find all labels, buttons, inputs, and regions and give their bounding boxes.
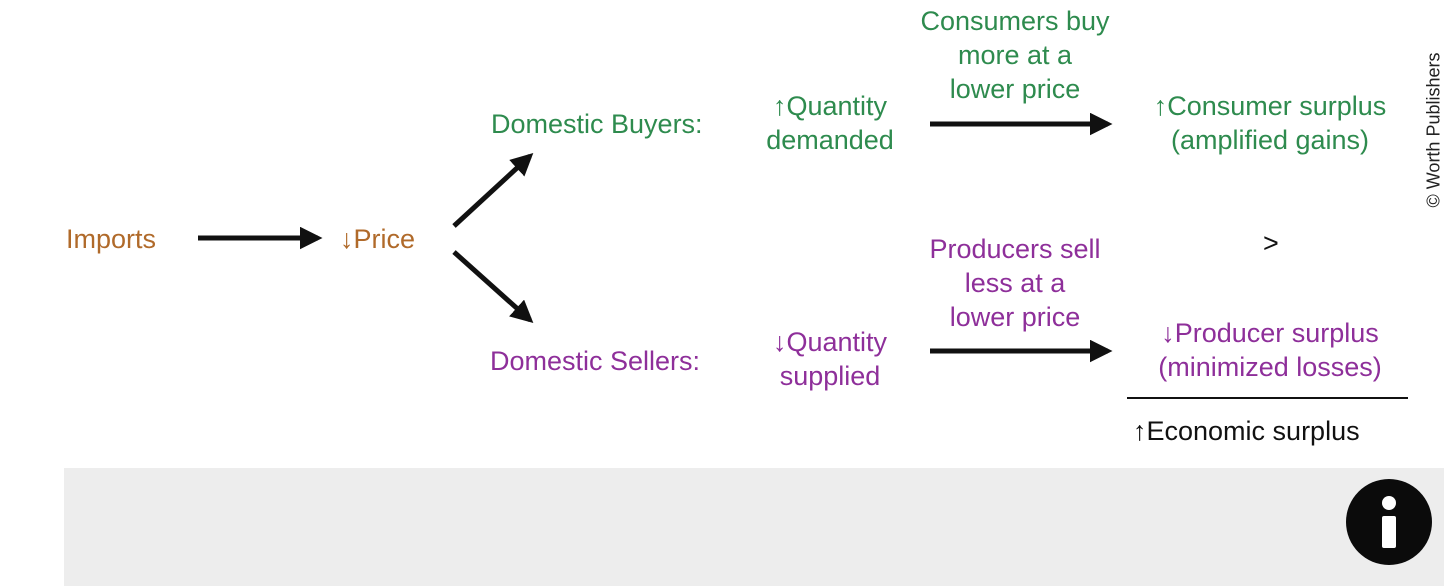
caption-bar	[64, 468, 1444, 586]
economic-surplus-label: ↑Economic surplus	[1133, 416, 1360, 446]
price-label: ↓Price	[340, 224, 416, 254]
domestic-sellers-label: Domestic Sellers:	[490, 346, 701, 376]
domestic-buyers-label: Domestic Buyers:	[491, 109, 703, 139]
imports-label: Imports	[66, 224, 157, 254]
arrow-price-to-buyers	[452, 152, 534, 228]
quantity-demanded-label: ↑Quantity demanded	[766, 91, 894, 155]
producer-surplus-label: ↓Producer surplus (minimized losses)	[1158, 318, 1382, 382]
flow-arrows	[198, 112, 1408, 399]
consumer-surplus-label: ↑Consumer surplus (amplified gains)	[1153, 91, 1387, 155]
arrow-price-to-sellers	[452, 250, 534, 324]
producers-sell-note: Producers sell less at a lower price	[929, 234, 1101, 332]
greater-than-sign: >	[1263, 228, 1279, 258]
copyright-credit: © Worth Publishers	[1423, 52, 1444, 208]
quantity-supplied-label: ↓Quantity supplied	[772, 327, 888, 391]
consumers-buy-note: Consumers buy more at a lower price	[920, 6, 1110, 104]
info-button[interactable]	[1346, 479, 1432, 565]
